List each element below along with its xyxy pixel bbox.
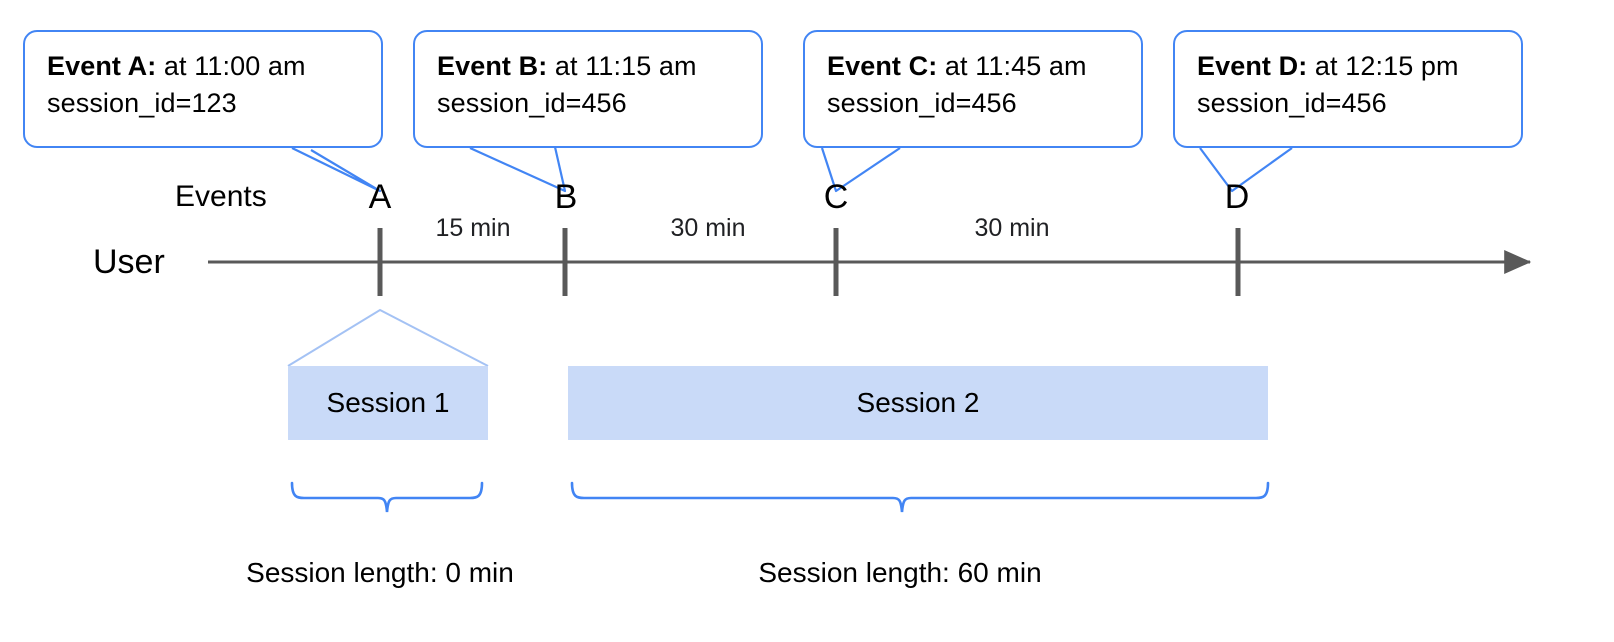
session-bar-1: Session 1 bbox=[288, 366, 488, 440]
tick-label-b: B bbox=[554, 178, 578, 216]
tick-label-d: D bbox=[1224, 178, 1250, 216]
callout-event-a-session: session_id=123 bbox=[47, 88, 237, 119]
gap-label-b-c: 30 min bbox=[670, 214, 746, 242]
callout-event-a-title: Event A: bbox=[47, 51, 157, 81]
tick-label-a: A bbox=[368, 178, 392, 216]
session-bar-2-label: Session 2 bbox=[856, 387, 980, 418]
callout-event-b-time: at 11:15 am bbox=[547, 51, 697, 81]
callout-event-a-line1: Event A: at 11:00 am bbox=[47, 48, 361, 85]
callout-event-b-line1: Event B: at 11:15 am bbox=[437, 48, 741, 85]
callout-event-d: Event D: at 12:15 pm session_id=456 bbox=[1173, 30, 1523, 148]
callout-event-d-session: session_id=456 bbox=[1197, 88, 1387, 119]
session-1-length-label: Session length: 0 min bbox=[246, 557, 514, 588]
callout-event-a: Event A: at 11:00 am session_id=123 bbox=[23, 30, 383, 148]
callout-event-b-title: Event B: bbox=[437, 51, 548, 81]
callout-event-a-time: at 11:00 am bbox=[156, 51, 306, 81]
callout-tail-d bbox=[1199, 147, 1293, 193]
callout-tail-c bbox=[820, 147, 901, 193]
callout-event-b-session: session_id=456 bbox=[437, 88, 627, 119]
callout-tail-a bbox=[291, 147, 382, 193]
callout-event-d-line1: Event D: at 12:15 pm bbox=[1197, 48, 1501, 85]
session-2-length-label: Session length: 60 min bbox=[758, 557, 1042, 588]
session1-tent-connector bbox=[287, 308, 489, 367]
callout-event-b: Event B: at 11:15 am session_id=456 bbox=[413, 30, 763, 148]
callout-event-c-session: session_id=456 bbox=[827, 88, 1017, 119]
events-row-label: Events bbox=[175, 180, 267, 213]
tick-label-c: C bbox=[823, 178, 849, 216]
session-bar-2: Session 2 bbox=[568, 366, 1268, 440]
session-bar-1-label: Session 1 bbox=[326, 387, 450, 418]
callout-tail-b bbox=[469, 146, 567, 193]
callout-event-d-title: Event D: bbox=[1197, 51, 1308, 81]
session1-brace bbox=[290, 481, 484, 513]
callout-event-d-time: at 12:15 pm bbox=[1307, 51, 1459, 81]
callout-event-c: Event C: at 11:45 am session_id=456 bbox=[803, 30, 1143, 148]
callout-event-c-line1: Event C: at 11:45 am bbox=[827, 48, 1121, 85]
user-row-label: User bbox=[93, 243, 165, 281]
callout-event-c-title: Event C: bbox=[827, 51, 938, 81]
gap-label-a-b: 15 min bbox=[435, 214, 511, 242]
session2-brace bbox=[570, 481, 1270, 513]
callout-event-c-time: at 11:45 am bbox=[937, 51, 1087, 81]
gap-label-c-d: 30 min bbox=[974, 214, 1050, 242]
